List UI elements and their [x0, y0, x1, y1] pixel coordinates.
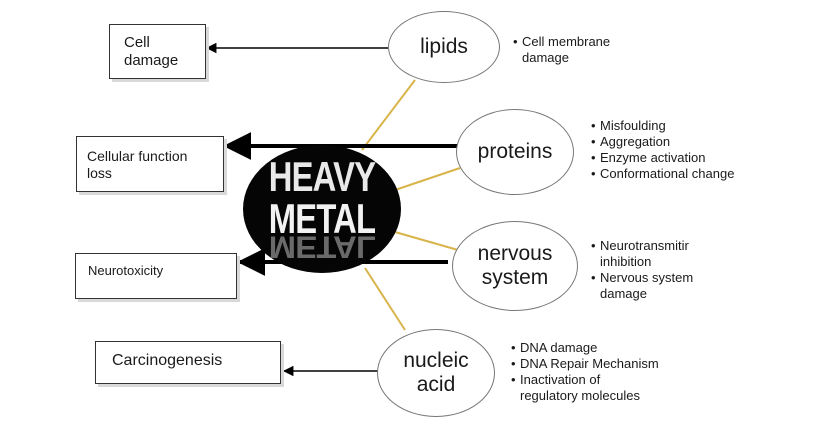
effect-item: Conformational change	[591, 166, 734, 182]
effect-item: DNA damage	[511, 340, 659, 356]
outcome-cell-damage-label: Cell damage	[124, 34, 179, 69]
connector-lipids	[361, 79, 416, 151]
outcome-cell-damage: Cell damage	[109, 24, 206, 79]
connector-proteins	[394, 167, 461, 191]
effect-item: DNA Repair Mechanism	[511, 356, 659, 372]
node-proteins-label: proteins	[477, 139, 553, 163]
effect-item: Aggregation	[591, 134, 734, 150]
effects-nucleic-acid: DNA damage DNA Repair Mechanism Inactiva…	[510, 340, 659, 403]
effect-item: Misfoulding	[591, 118, 734, 134]
outcome-carcinogenesis: Carcinogenesis	[95, 341, 281, 384]
outcome-cellular-function-loss-label: Cellular function loss	[87, 148, 188, 181]
heavy-metal-title-line1: HEAVY	[268, 153, 376, 200]
heavy-metal-title-line2: METAL	[268, 195, 376, 242]
node-lipids: lipids	[388, 11, 500, 83]
heavy-metal-reflection: METAL	[268, 229, 376, 265]
node-nervous-system-label: nervous system	[477, 241, 553, 289]
effect-item: Neurotransmitir inhibition	[591, 238, 693, 270]
node-nucleic-acid-label: nucleic acid	[403, 348, 469, 396]
outcome-carcinogenesis-label: Carcinogenesis	[112, 352, 223, 369]
effects-lipids: Cell membrane damage	[512, 34, 610, 66]
connector-nervous-system	[394, 231, 459, 251]
effect-item: Inactivation of regulatory molecules	[511, 372, 659, 404]
node-nervous-system: nervous system	[452, 221, 578, 311]
outcome-cellular-function-loss: Cellular function loss	[76, 136, 224, 192]
node-nucleic-acid: nucleic acid	[377, 329, 495, 417]
effects-proteins: Misfoulding Aggregation Enzyme activatio…	[590, 118, 734, 181]
heavy-metal-core: HEAVY METAL METAL	[243, 145, 401, 273]
outcome-neurotoxicity-label: Neurotoxicity	[88, 263, 164, 278]
outcome-neurotoxicity: Neurotoxicity	[75, 253, 237, 299]
effect-item: Enzyme activation	[591, 150, 734, 166]
node-proteins: proteins	[456, 109, 574, 195]
effects-nervous-system: Neurotransmitir inhibition Nervous syste…	[590, 238, 693, 301]
node-lipids-label: lipids	[420, 34, 468, 58]
connector-nucleic-acid	[364, 267, 406, 331]
effect-item: Nervous system damage	[591, 270, 693, 302]
effect-item: Cell membrane damage	[513, 34, 610, 66]
